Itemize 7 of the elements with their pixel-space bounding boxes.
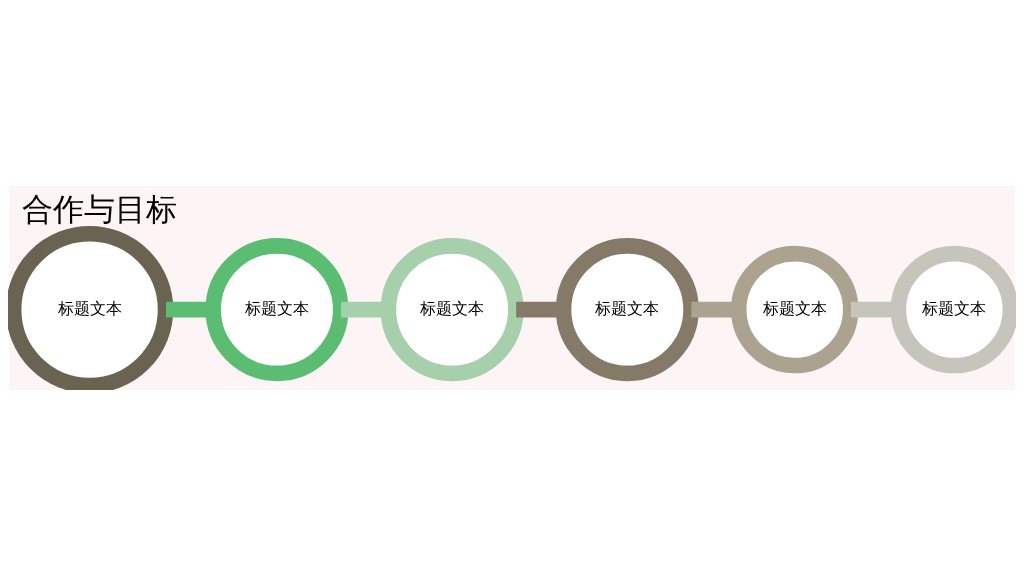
- diagram-title: 合作与目标: [22, 190, 178, 227]
- node-circle: 标题文本: [730, 245, 859, 374]
- node-circle: 标题文本: [205, 238, 349, 382]
- node-circle: 标题文本: [380, 238, 524, 382]
- node-circle: 标题文本: [8, 225, 174, 390]
- node-circle: 标题文本: [890, 245, 1016, 374]
- node-circle: 标题文本: [555, 238, 699, 382]
